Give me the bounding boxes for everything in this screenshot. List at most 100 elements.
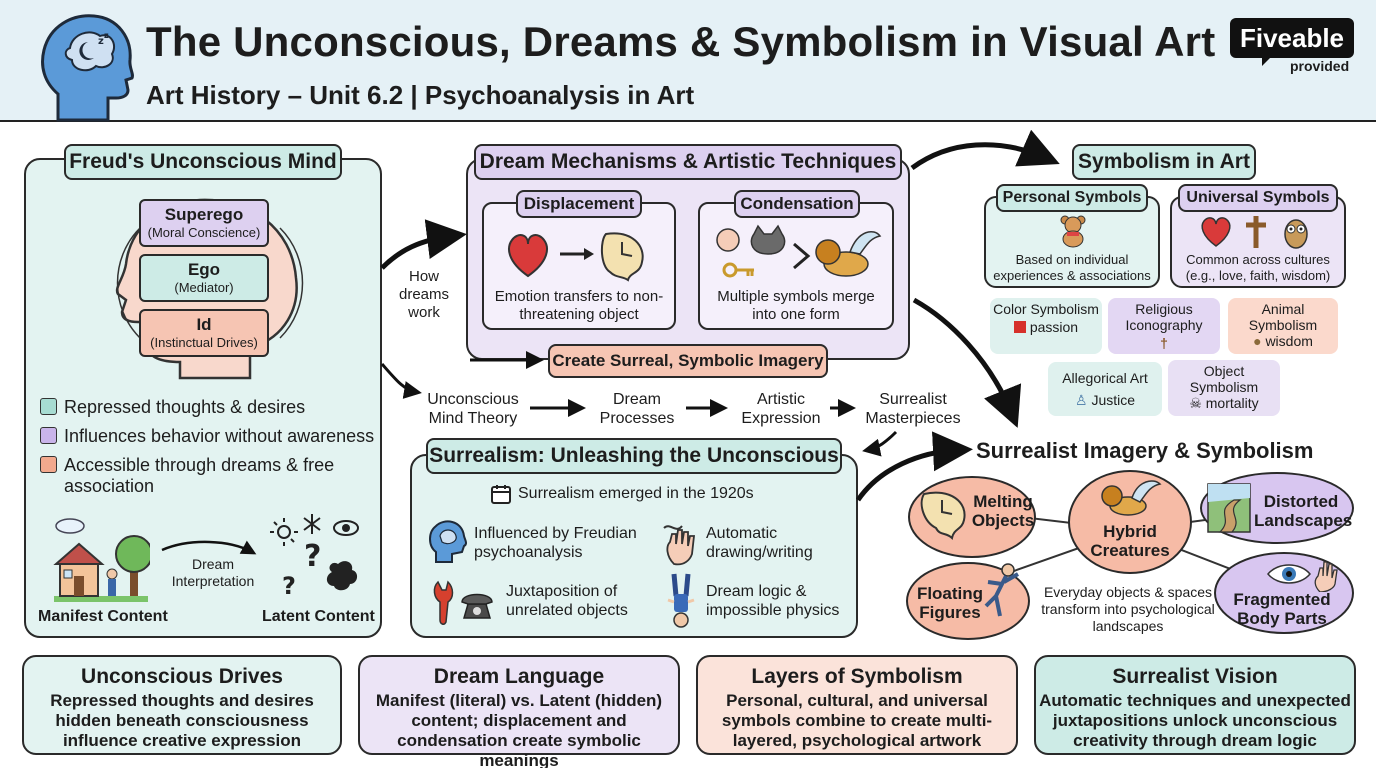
calendar-icon [491, 485, 511, 504]
symbols-cluster-icon: ? ? [270, 514, 359, 600]
summary-body-3: Personal, cultural, and universal symbol… [721, 691, 993, 750]
displacement-desc: Emotion transfers to non-threatening obj… [494, 288, 664, 323]
legend-item-3: Accessible through dreams & free associa… [64, 455, 335, 496]
ego-sub: (Mediator) [174, 280, 234, 295]
distorted-road-icon [1207, 483, 1251, 533]
flow-step-1: Unconscious Mind Theory [427, 391, 519, 427]
personal-symbols-title: Personal Symbols [996, 184, 1148, 212]
summary-title-3: Layers of Symbolism [751, 665, 963, 688]
svg-text:z: z [104, 31, 109, 40]
summary-title-4: Surrealist Vision [1112, 665, 1278, 688]
condensation-title: Condensation [734, 190, 860, 218]
legend-item-1: Repressed thoughts & desires [64, 397, 306, 417]
surrealism-title: Surrealism: Unleashing the Unconscious [426, 438, 842, 474]
legend-swatch-peach [40, 456, 57, 473]
create-surreal-imagery-box: Create Surreal, Symbolic Imagery [548, 344, 828, 378]
melting-objects-label: Melting Objects [971, 492, 1035, 530]
freud-panel-title: Freud's Unconscious Mind [64, 144, 342, 180]
svg-text:?: ? [282, 572, 296, 600]
house-tree-icon [53, 518, 150, 602]
dream-mechanisms-title: Dream Mechanisms & Artistic Techniques [474, 144, 902, 180]
summary-card-dream-language: Dream Language Manifest (literal) vs. La… [358, 655, 680, 768]
floating-figures-label: Floating Figures [916, 584, 984, 622]
legend-swatch-lilac [40, 427, 57, 444]
imagery-note: Everyday objects & spaces transform into… [1041, 584, 1215, 634]
heart-to-clock-icon [508, 232, 644, 282]
allegorical-example: Justice [1091, 392, 1136, 408]
summary-body-2: Manifest (literal) vs. Latent (hidden) c… [375, 691, 663, 768]
head-silhouette-icon [429, 520, 468, 563]
heart-cross-owl-icons [1201, 216, 1308, 249]
summary-body-4: Automatic techniques and unexpected juxt… [1039, 691, 1351, 750]
brand-sub: provided [1290, 58, 1350, 74]
animal-symbolism-label: Animal Symbolism [1248, 301, 1318, 333]
feature-juxtaposition: Juxtaposition of unrelated objects [506, 583, 628, 619]
superego-label: Superego [164, 205, 244, 224]
displacement-title: Displacement [516, 190, 642, 218]
teddy-bear-icon [1060, 215, 1086, 248]
summary-title-2: Dream Language [433, 665, 605, 688]
distorted-landscapes-label: Distorted Landscapes [1254, 492, 1353, 530]
flow-step-4: Surrealist Masterpieces [865, 391, 961, 427]
upside-down-figure-icon [667, 573, 695, 628]
superego-sub: (Moral Conscience) [147, 225, 261, 240]
feature-dream-logic: Dream logic & impossible physics [706, 583, 840, 619]
surrealism-emerged: Surrealism emerged in the 1920s [518, 485, 754, 502]
universal-symbols-desc: Common across cultures (e.g., love, fait… [1185, 252, 1331, 283]
allegorical-art-label: Allegorical Art [1062, 370, 1148, 386]
id-sub: (Instinctual Drives) [150, 335, 258, 350]
id-box: Id (Instinctual Drives) [139, 309, 269, 357]
latent-content-label: Latent Content [262, 608, 375, 625]
feature-freudian: Influenced by Freudian psychoanalysis [474, 525, 637, 561]
imagery-title: Surrealist Imagery & Symbolism [976, 438, 1314, 463]
feature-automatic: Automatic drawing/writing [706, 525, 813, 561]
summary-body-1: Repressed thoughts and desires hidden be… [50, 691, 314, 750]
lobster-telephone-icon [433, 580, 493, 625]
manifest-content-label: Manifest Content [38, 608, 168, 625]
melting-clock-icon [920, 491, 966, 541]
hybrid-creatures-node [1068, 470, 1192, 574]
legend-swatch-teal [40, 398, 57, 415]
svg-text:z: z [98, 36, 104, 47]
universal-symbols-title: Universal Symbols [1178, 184, 1338, 212]
superego-box: Superego (Moral Conscience) [139, 199, 269, 247]
svg-text:?: ? [304, 539, 321, 574]
fragmented-body-label: Fragmented Body Parts [1233, 590, 1331, 628]
winged-lion-icon [1101, 480, 1162, 516]
religious-iconography-card: Religious Iconography † [1108, 298, 1220, 354]
flow-step-2: Dream Processes [599, 391, 675, 427]
object-symbolism-label: Object Symbolism [1189, 363, 1259, 395]
hybrid-creatures-label: Hybrid Creatures [1090, 522, 1170, 560]
religious-iconography-label: Religious Iconography [1125, 301, 1203, 333]
color-symbolism-card: Color Symbolism passion [990, 298, 1102, 354]
condensation-desc: Multiple symbols merge into one form [717, 288, 875, 323]
object-symbolism-card: Object Symbolism ☠ mortality [1168, 360, 1280, 416]
page-title: The Unconscious, Dreams & Symbolism in V… [146, 18, 1216, 65]
brand-logo-tail [1262, 56, 1272, 66]
color-symbolism-label: Color Symbolism [993, 301, 1099, 317]
id-label: Id [196, 315, 212, 334]
floating-man-icon [984, 563, 1019, 617]
flow-step-3: Artistic Expression [741, 391, 821, 427]
red-swatch-icon [1013, 321, 1026, 333]
page-subtitle: Art History – Unit 6.2 | Psychoanalysis … [146, 80, 695, 110]
symbolism-title: Symbolism in Art [1072, 144, 1256, 180]
how-dreams-work-label: How dreams work [398, 268, 450, 321]
header-bar [0, 0, 1376, 122]
summary-title-1: Unconscious Drives [81, 665, 283, 688]
summary-card-unconscious: Unconscious Drives Repressed thoughts an… [22, 655, 342, 755]
object-symbolism-example: mortality [1205, 395, 1259, 411]
summary-card-surrealist-vision: Surrealist Vision Automatic techniques a… [1034, 655, 1356, 755]
small-cross-icon: † [1160, 335, 1168, 351]
ego-box: Ego (Mediator) [139, 254, 269, 302]
animal-symbolism-example: wisdom [1265, 333, 1313, 349]
justice-figure-icon: ♙ [1074, 392, 1088, 408]
symbols-merge-icon [716, 224, 882, 278]
small-owl-icon: ● [1253, 333, 1262, 349]
drawing-hand-icon [663, 525, 696, 566]
dream-interpretation-label: Dream Interpretation [171, 556, 255, 589]
brand-logo: Fiveable [1230, 18, 1354, 58]
color-symbolism-example: passion [1029, 319, 1079, 335]
summary-card-symbolism: Layers of Symbolism Personal, cultural, … [696, 655, 1018, 755]
animal-symbolism-card: Animal Symbolism ● wisdom [1228, 298, 1338, 354]
